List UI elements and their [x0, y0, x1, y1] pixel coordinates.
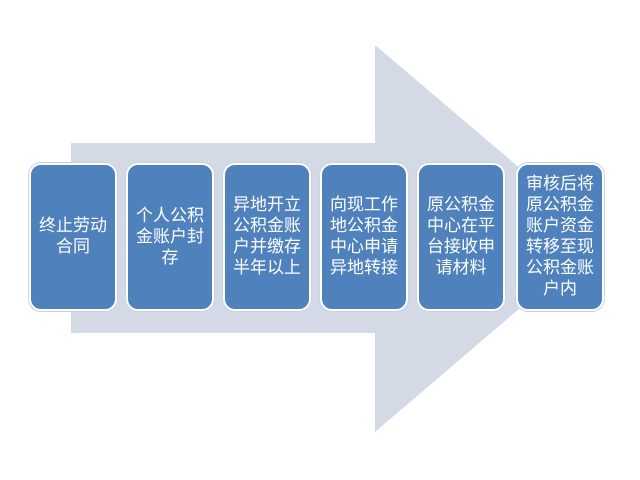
step-5: 原公积金中心在平台接收申请材料: [417, 163, 505, 311]
step-1: 终止劳动合同: [29, 163, 117, 311]
step-3: 异地开立公积金账户并缴存半年以上: [223, 163, 311, 311]
step-6-label: 审核后将原公积金账户资金转移至现公积金账户内: [526, 174, 594, 299]
step-4: 向现工作地公积金中心申请异地转接: [320, 163, 408, 311]
step-2-label: 个人公积金账户封存: [136, 205, 204, 268]
step-2: 个人公积金账户封存: [126, 163, 214, 311]
step-4-label: 向现工作地公积金中心申请异地转接: [330, 195, 398, 278]
step-1-label: 终止劳动合同: [39, 216, 107, 257]
step-6: 审核后将原公积金账户资金转移至现公积金账户内: [516, 163, 604, 311]
step-5-label: 原公积金中心在平台接收申请材料: [427, 195, 495, 278]
step-3-label: 异地开立公积金账户并缴存半年以上: [233, 195, 301, 278]
